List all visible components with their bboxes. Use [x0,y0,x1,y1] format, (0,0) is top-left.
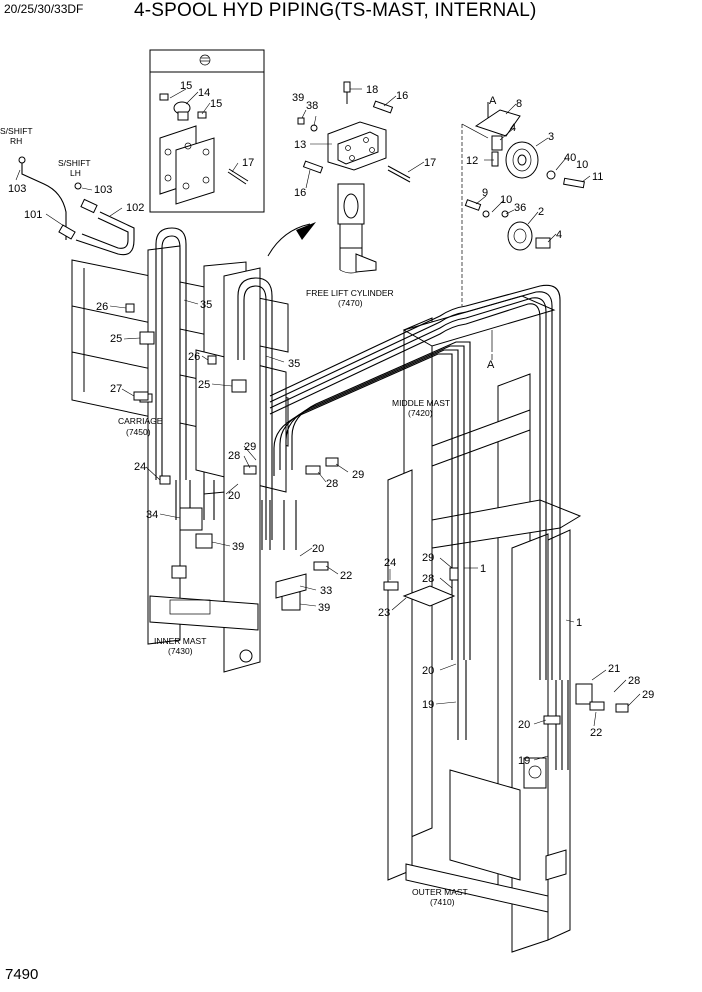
callout: 25 [198,379,210,391]
callout: 20 [228,490,240,502]
callout: 20 [518,719,530,731]
callout: 9 [482,187,488,199]
callout: 1 [480,563,486,575]
callout: 19 [422,699,434,711]
callout: 3 [548,131,554,143]
callout: 18 [366,84,378,96]
callout: 29 [422,552,434,564]
outer-mast-ref: (7410) [430,897,455,907]
callout: 103 [8,183,26,195]
callout: 28 [628,675,640,687]
callout: 19 [518,755,530,767]
callout: 24 [134,461,146,473]
callout: 29 [642,689,654,701]
callout: 28 [422,573,434,585]
inner-mast-ref: (7430) [168,646,193,656]
callout: 102 [126,202,144,214]
callout: 17 [424,157,436,169]
hose-bundle [18,156,569,770]
callout: 21 [608,663,620,675]
callout: 39 [232,541,244,553]
callout: 10 [500,194,512,206]
arrow-head [296,222,316,240]
section-label-a: A [487,359,495,371]
callout: 4 [510,122,516,134]
component-labels: S/SHIFT RH S/SHIFT LH FREE LIFT CYLINDER… [0,126,495,907]
callout: 22 [590,727,602,739]
callout: 15 [210,98,222,110]
callout: 27 [110,383,122,395]
callout: 12 [466,155,478,167]
callout: 20 [312,543,324,555]
callout: 4 [556,229,562,241]
middle-mast-ref: (7420) [408,408,433,418]
callout: 103 [94,184,112,196]
callout: 16 [396,90,408,102]
callout: 22 [340,570,352,582]
callout: 23 [378,607,390,619]
free-lift-cylinder-detail [297,81,411,274]
callout: 39 [292,92,304,104]
callout: 16 [294,187,306,199]
callout: 8 [516,98,522,110]
page-title: 4-SPOOL HYD PIPING(TS-MAST, INTERNAL) [134,0,537,21]
callout: 20 [422,665,434,677]
callout: 1 [576,617,582,629]
callout: 14 [198,87,210,99]
sheave-detail [464,102,585,251]
free-lift-cylinder-ref: (7470) [338,298,363,308]
callout: 26 [96,301,108,313]
s-shift-rh-side: RH [10,136,22,146]
reference-arrow [267,223,311,257]
callout: 40 [564,152,576,164]
leader-lines [15,88,641,761]
callout: 101 [24,209,42,221]
callout: 24 [384,557,396,569]
inner-mast-label: INNER MAST [154,636,206,646]
callout: 11 [592,171,603,183]
callout: 34 [146,509,158,521]
carriage-ref: (7450) [126,427,151,437]
outer-mast-frame [387,469,571,953]
callout: 26 [188,351,200,363]
middle-mast-label: MIDDLE MAST [392,398,450,408]
detail-inset-box [149,49,265,213]
callout: 13 [294,139,306,151]
page-number: 7490 [5,966,39,983]
carriage-label: CARRIAGE [118,416,163,426]
s-shift-rh-label: S/SHIFT [0,126,33,136]
callout: 33 [320,585,332,597]
inner-mast-frame [147,245,261,673]
callout: 15 [180,80,192,92]
callout: 36 [514,202,526,214]
s-shift-lh-side: LH [70,168,81,178]
callout: 39 [318,602,330,614]
callout: 17 [242,157,254,169]
callout: 35 [200,299,212,311]
model-number: 20/25/30/33DF [4,2,84,16]
outer-mast-label: OUTER MAST [412,887,468,897]
callout: 38 [306,100,318,112]
callout-numbers: 15 14 15 17 18 39 38 16 13 17 16 A 8 4 3… [8,80,654,767]
callout: 35 [288,358,300,370]
s-shift-lh-label: S/SHIFT [58,158,91,168]
callout: 28 [228,450,240,462]
callout: 2 [538,206,544,218]
callout: 29 [244,441,256,453]
callout-view-a: A [489,95,497,107]
callout: 10 [576,159,588,171]
free-lift-cylinder-label: FREE LIFT CYLINDER [306,288,394,298]
callout: 25 [110,333,122,345]
callout: 29 [352,469,364,481]
callout: 28 [326,478,338,490]
